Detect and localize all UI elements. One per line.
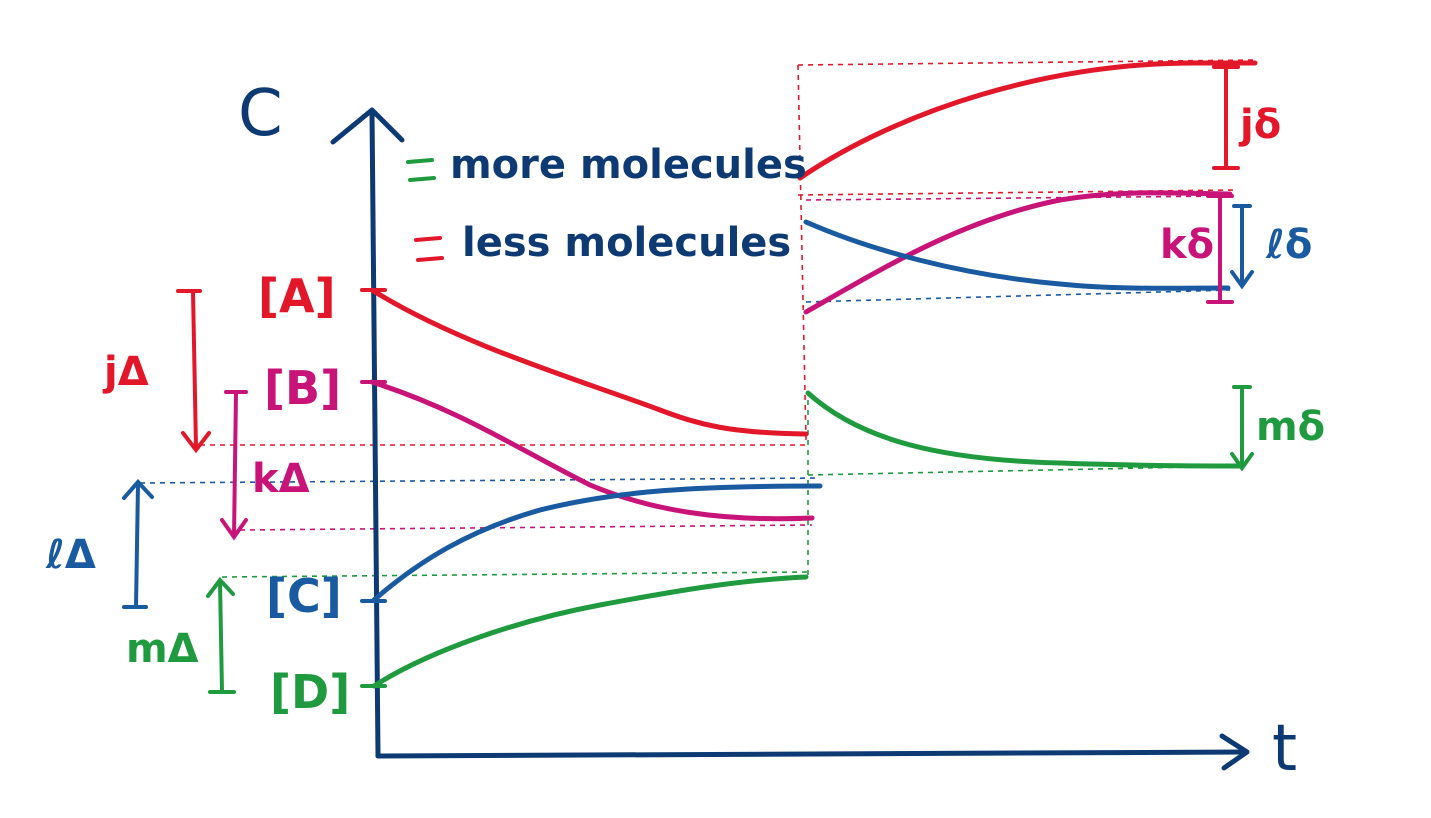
labels: C t more molecules less molecules [A] [B… — [45, 77, 1325, 786]
label-m-delta: mΔ — [126, 626, 199, 672]
swatch-green-2 — [408, 176, 436, 182]
guide-vertical-red — [797, 64, 807, 441]
curve-D-after — [805, 390, 1243, 469]
y-axis — [369, 109, 381, 759]
curve-C-before — [371, 483, 823, 603]
y-axis-label: C — [238, 77, 283, 151]
bar-m-small-delta — [1230, 385, 1254, 472]
bar-l-delta — [122, 479, 154, 609]
bar-j-delta — [181, 289, 211, 454]
curve-A-after — [797, 60, 1258, 181]
curve-C-after — [803, 219, 1231, 291]
curve-A-before — [369, 287, 809, 437]
label-j-delta: jΔ — [102, 349, 149, 395]
x-axis — [375, 749, 1248, 759]
guide-magenta-mid — [805, 195, 1231, 201]
swatch-red-1 — [414, 236, 442, 242]
guide-magenta-low — [239, 524, 813, 531]
label-D: [D] — [270, 665, 350, 719]
species-ticks — [360, 288, 387, 688]
x-axis-arrowhead — [1219, 733, 1250, 771]
label-m-small-delta: mδ — [1256, 404, 1325, 450]
guide-green-low — [221, 571, 809, 578]
label-k-delta: kΔ — [252, 456, 310, 502]
axes — [330, 107, 1250, 771]
label-k-small-delta: kδ — [1160, 222, 1214, 268]
guide-blue-mid — [805, 289, 1231, 303]
bar-j-small-delta — [1212, 65, 1240, 170]
curve-B-before — [369, 379, 815, 522]
legend-swatches — [406, 158, 444, 262]
curve-B-after — [803, 190, 1233, 315]
y-axis-arrowhead — [330, 107, 405, 145]
curves — [369, 60, 1258, 689]
legend-more-molecules: more molecules — [450, 142, 807, 188]
bar-k-small-delta — [1206, 194, 1234, 304]
label-l-small-delta: ℓδ — [1265, 222, 1312, 268]
curve-D-before — [371, 574, 809, 689]
label-B: [B] — [264, 361, 341, 415]
swatch-green-1 — [406, 158, 434, 164]
label-A: [A] — [258, 269, 336, 323]
change-bars-after — [1206, 65, 1254, 472]
x-axis-label: t — [1272, 712, 1297, 786]
bar-k-delta — [220, 390, 248, 541]
legend-less-molecules: less molecules — [462, 220, 791, 266]
label-l-delta: ℓΔ — [45, 532, 96, 578]
guide-blue-low — [139, 477, 821, 484]
change-bars-before — [122, 289, 248, 694]
bar-l-small-delta — [1230, 204, 1254, 290]
bar-m-delta — [206, 576, 235, 694]
label-j-small-delta: jδ — [1238, 102, 1281, 148]
label-C: [C] — [266, 569, 342, 623]
swatch-red-2 — [416, 256, 444, 262]
